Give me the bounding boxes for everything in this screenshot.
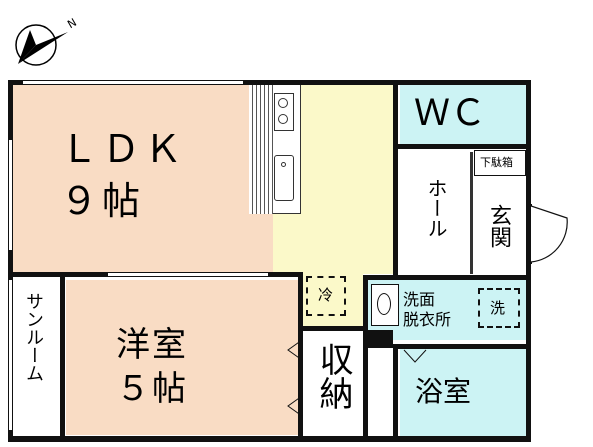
- western-room-floor: [66, 280, 298, 435]
- wall-ldk-right: [393, 80, 398, 280]
- ldk-label-line2: ９帖: [60, 179, 145, 223]
- wall-wc-bottom: [393, 144, 531, 149]
- washer-label: 洗: [490, 299, 506, 317]
- wall-bottom: [8, 436, 531, 442]
- western-room-label-line2: ５帖: [116, 369, 188, 409]
- ldk-label-line1: ＬＤＫ: [60, 127, 187, 171]
- sunroom-label: サンルーム: [23, 292, 44, 382]
- wall-left: [8, 80, 13, 442]
- compass: N: [10, 12, 80, 72]
- fridge-space: 冷: [306, 276, 346, 316]
- washroom-label-line2: 脱衣所: [403, 310, 452, 329]
- ldk-floor: [13, 84, 273, 274]
- kitchen-floor-lower: [298, 274, 363, 326]
- entrance-label: 玄関: [486, 204, 511, 248]
- entrance-door[interactable]: [530, 204, 571, 264]
- wall-bath-left: [393, 344, 398, 442]
- wall-bath-top: [393, 344, 531, 349]
- bath-floor: [400, 348, 527, 438]
- western-room-label-line1: 洋室: [116, 325, 188, 365]
- sliding-door-western: [108, 272, 268, 277]
- wall-hall-right: [470, 152, 473, 274]
- wall-sunroom-right: [60, 272, 65, 442]
- sink-icon: [274, 155, 294, 201]
- wall-western-right: [298, 272, 303, 442]
- shoe-box-label: 下駄箱: [480, 156, 513, 169]
- washroom-label-line1: 洗面: [403, 290, 436, 309]
- bath-door-icon: [403, 349, 427, 363]
- storage-door-icons: [287, 339, 303, 417]
- floor-plan: 下駄箱 冷 洗 ＬＤＫ ９帖 洋室 ５帖 ＷＣ ホール 玄関 洗面 脱衣所 収納…: [8, 80, 568, 442]
- wc-label: ＷＣ: [414, 93, 487, 134]
- window-ldk-left: [8, 140, 13, 250]
- counter-partition: [249, 84, 273, 214]
- fridge-label: 冷: [318, 286, 334, 304]
- wall-storage-top: [298, 326, 363, 331]
- window-sunroom-left: [8, 280, 13, 430]
- wall-mid-horizontal: [363, 275, 531, 280]
- bath-label: 浴室: [415, 375, 472, 408]
- wall-storage-right: [363, 275, 368, 442]
- hall-label: ホール: [424, 178, 448, 238]
- stove-icon: [274, 93, 294, 131]
- wall-washroom-left: [363, 330, 393, 348]
- window-ldk-top: [23, 80, 243, 85]
- shoe-box: 下駄箱: [474, 150, 526, 176]
- wall-top: [8, 80, 531, 85]
- storage-label: 収納: [313, 342, 353, 410]
- wash-basin-icon: [371, 284, 399, 326]
- washer-space: 洗: [478, 288, 520, 328]
- wc-room: [400, 84, 527, 148]
- wall-right: [526, 80, 531, 442]
- compass-icon: [15, 24, 68, 66]
